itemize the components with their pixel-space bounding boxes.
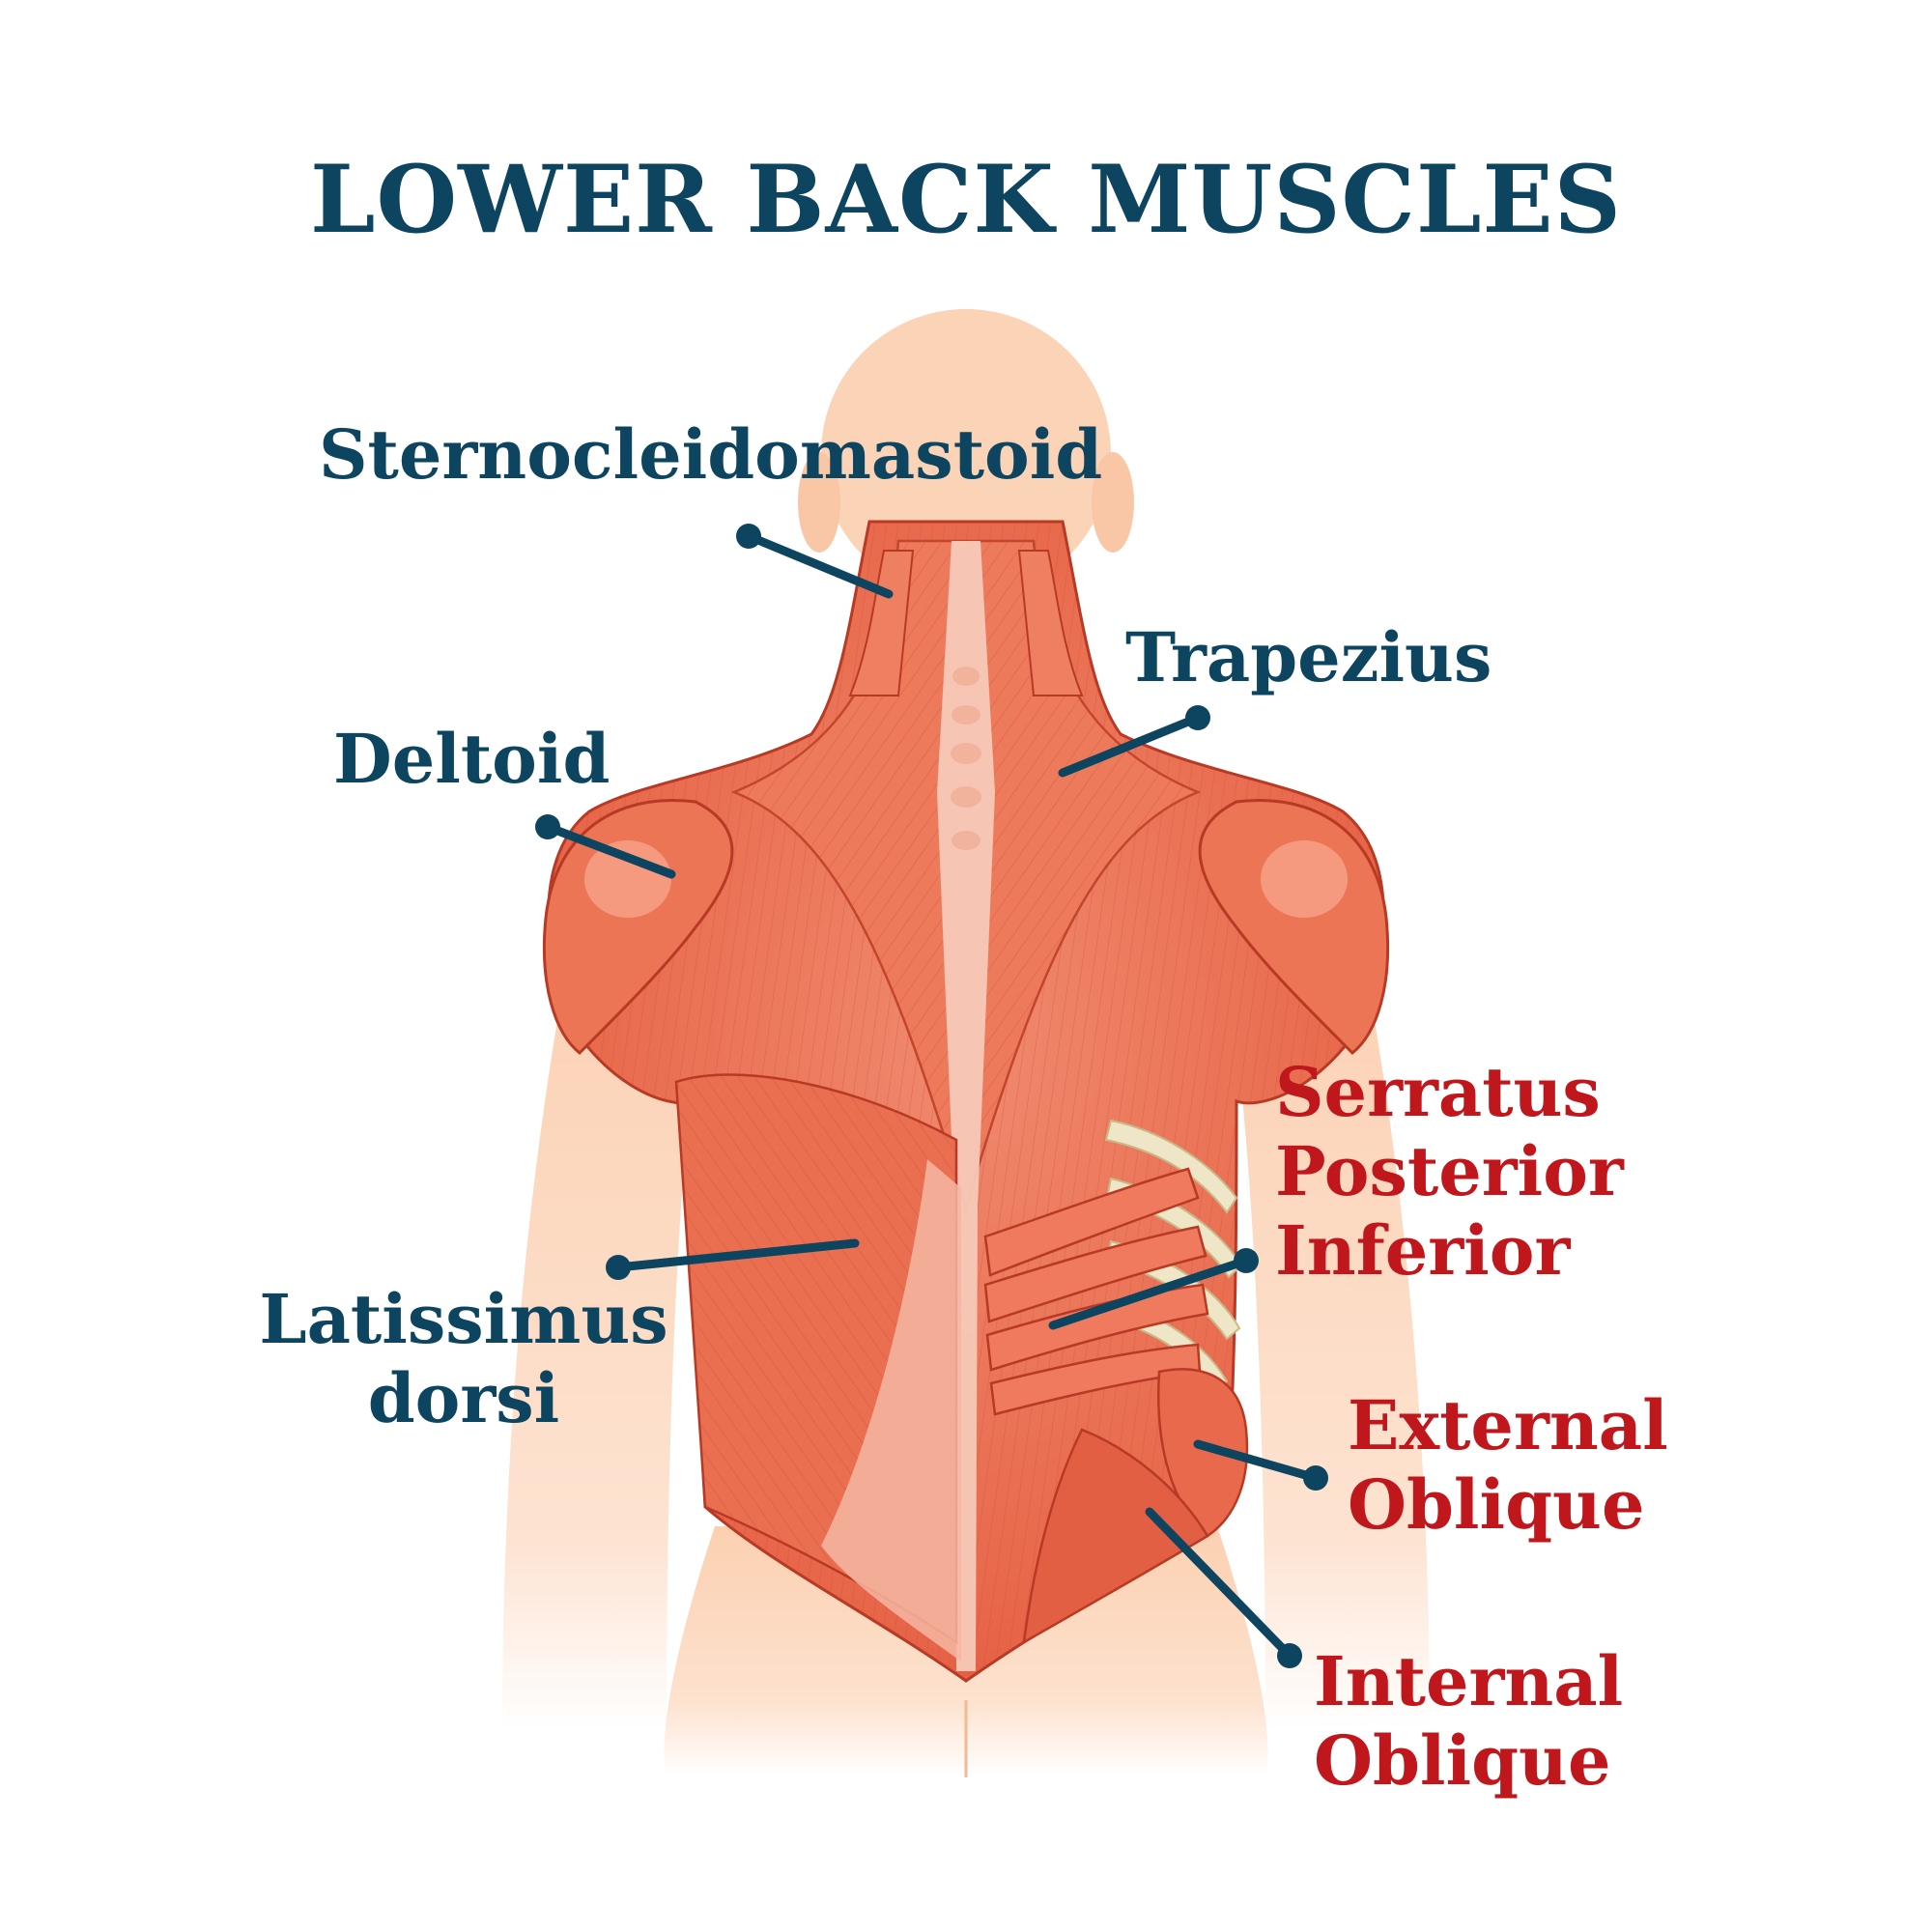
label-line: Deltoid <box>333 720 610 799</box>
label-line: Oblique <box>1314 1721 1623 1801</box>
label-internal-oblique: Internal Oblique <box>1314 1642 1623 1801</box>
leader-dot-internal-oblique <box>1277 1643 1302 1668</box>
deltoid-left-highlight <box>584 840 671 918</box>
label-sternocleidomastoid: Sternocleidomastoid <box>319 415 1102 495</box>
label-line: Posterior <box>1275 1132 1624 1211</box>
leader-dot-external-oblique <box>1303 1465 1328 1491</box>
leader-dot-sternocleidomastoid <box>736 524 761 549</box>
label-line: dorsi <box>242 1359 686 1438</box>
label-deltoid: Deltoid <box>333 720 610 799</box>
label-line: External <box>1348 1386 1668 1465</box>
label-line: Inferior <box>1275 1211 1624 1291</box>
page-title: LOWER BACK MUSCLES <box>0 145 1932 254</box>
label-line: Sternocleidomastoid <box>319 415 1102 495</box>
label-external-oblique: External Oblique <box>1348 1386 1668 1545</box>
label-line: Oblique <box>1348 1465 1668 1545</box>
label-serratus-posterior-inferior: Serratus Posterior Inferior <box>1275 1053 1624 1291</box>
leader-dot-latissimus <box>606 1255 631 1280</box>
label-line: Latissimus <box>242 1280 686 1359</box>
leader-dot-deltoid <box>535 814 560 839</box>
leader-dot-trapezius <box>1185 705 1210 730</box>
label-line: Serratus <box>1275 1053 1624 1132</box>
label-line: Trapezius <box>1125 618 1492 697</box>
label-trapezius: Trapezius <box>1125 618 1492 697</box>
deltoid-right-highlight <box>1261 840 1348 918</box>
label-line: Internal <box>1314 1642 1623 1721</box>
label-latissimus-dorsi: Latissimus dorsi <box>242 1280 686 1438</box>
leader-dot-serratus <box>1234 1248 1259 1273</box>
